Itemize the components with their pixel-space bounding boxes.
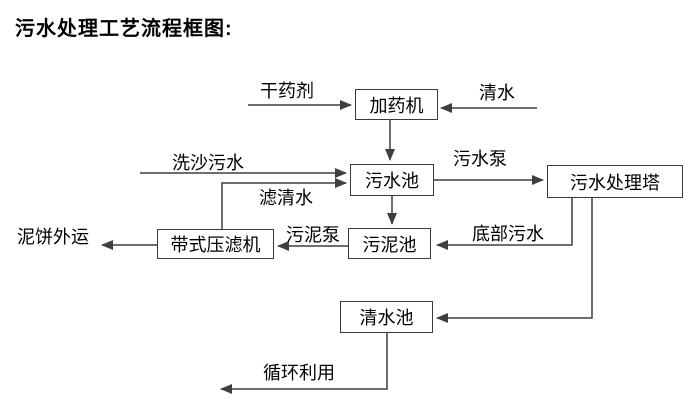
- label-filtered-water: 滤清水: [259, 188, 313, 208]
- label-sand-washing-sewage: 洗沙污水: [172, 153, 244, 173]
- arrow-clean-water-pool-to-recycle: [220, 332, 388, 394]
- label-dry-agent: 干药剂: [260, 81, 314, 101]
- arrow-treatment-tower-to-clean-water-pool: [436, 198, 593, 323]
- label-recycle-use: 循环利用: [263, 363, 335, 383]
- node-sewage-pool: 污水池: [350, 164, 434, 196]
- arrow-filtered-water-to-sewage-pool: [221, 178, 347, 229]
- node-clean-water-pool: 清水池: [340, 301, 433, 333]
- label-sewage-pump: 污水泵: [453, 149, 507, 169]
- label-sludge-pump: 污泥泵: [286, 225, 340, 245]
- node-belt-filter-press: 带式压滤机: [157, 229, 274, 259]
- label-mud-cake-out: 泥饼外运: [17, 227, 89, 247]
- arrow-bottom-sewage-to-sludge-pool: [436, 198, 573, 250]
- node-sludge-pool: 污泥池: [348, 228, 431, 259]
- label-clean-water: 清水: [479, 83, 515, 103]
- diagram-title: 污水处理工艺流程框图:: [15, 18, 233, 40]
- label-bottom-sewage: 底部污水: [472, 224, 544, 244]
- node-dosing-machine: 加药机: [355, 89, 438, 120]
- node-sewage-treatment-tower: 污水处理塔: [547, 165, 683, 198]
